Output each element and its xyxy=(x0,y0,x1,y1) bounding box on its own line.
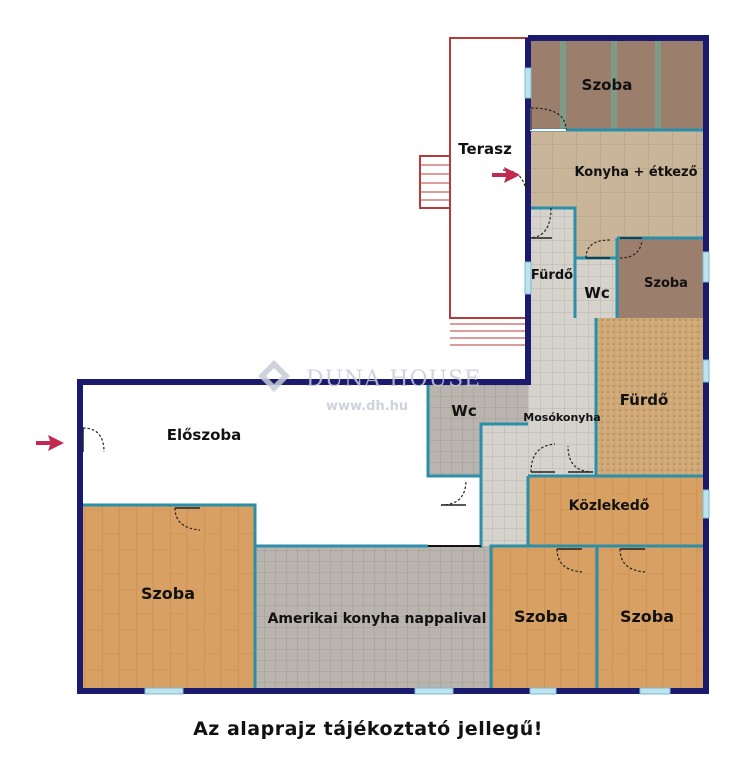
outer-walls xyxy=(77,35,709,694)
terrace xyxy=(419,37,528,346)
room-floor-amerikai xyxy=(255,546,491,691)
label-szoba-top: Szoba xyxy=(582,76,633,94)
windows xyxy=(144,67,710,695)
entrance-arrow-icon xyxy=(36,167,520,451)
label-szoba-right: Szoba xyxy=(620,607,674,626)
label-wc-mid: Wc xyxy=(451,402,476,420)
label-wc-top: Wc xyxy=(584,284,609,302)
inner-walls xyxy=(80,128,706,691)
duna-house-logo-icon xyxy=(258,360,290,392)
label-szoba-left: Szoba xyxy=(141,584,195,603)
label-terasz: Terasz xyxy=(458,140,512,158)
room-floor-corridor xyxy=(481,424,528,548)
label-amerikai: Amerikai konyha nappalival xyxy=(268,611,487,627)
label-eloszoba: Előszoba xyxy=(167,426,242,444)
watermark: DUNA HOUSE www.dh.hu xyxy=(258,360,481,414)
room-floor-furdo-small xyxy=(528,208,575,318)
label-kozlekedo: Közlekedő xyxy=(569,498,650,514)
room-floor-wc-top xyxy=(575,258,617,318)
room-floor-konyha-lower xyxy=(575,208,617,258)
watermark-url: www.dh.hu xyxy=(326,399,408,414)
watermark-brand: DUNA HOUSE xyxy=(306,367,481,392)
disclaimer-text: Az alaprajz tájékoztató jellegű! xyxy=(193,718,543,740)
label-konyha: Konyha + étkező xyxy=(574,165,697,180)
room-floor-mosokonyha xyxy=(528,318,596,476)
door-leaves xyxy=(82,108,645,550)
label-mosokonyha: Mosókonyha xyxy=(523,411,600,424)
room-floor-kozlekedo xyxy=(528,476,706,546)
room-floor-szoba-mid xyxy=(491,546,597,691)
label-szoba-mid: Szoba xyxy=(514,607,568,626)
room-floor-szoba-left xyxy=(80,505,255,691)
room-floor-szoba-small xyxy=(617,238,706,318)
label-furdo-small: Fürdő xyxy=(531,268,573,283)
room-floor-szoba-right xyxy=(597,546,706,691)
dark-wood-stripes xyxy=(560,38,661,130)
label-szoba-small: Szoba xyxy=(644,276,688,291)
label-furdo-big: Fürdő xyxy=(620,391,669,409)
room-floor-furdo-big xyxy=(596,318,706,476)
